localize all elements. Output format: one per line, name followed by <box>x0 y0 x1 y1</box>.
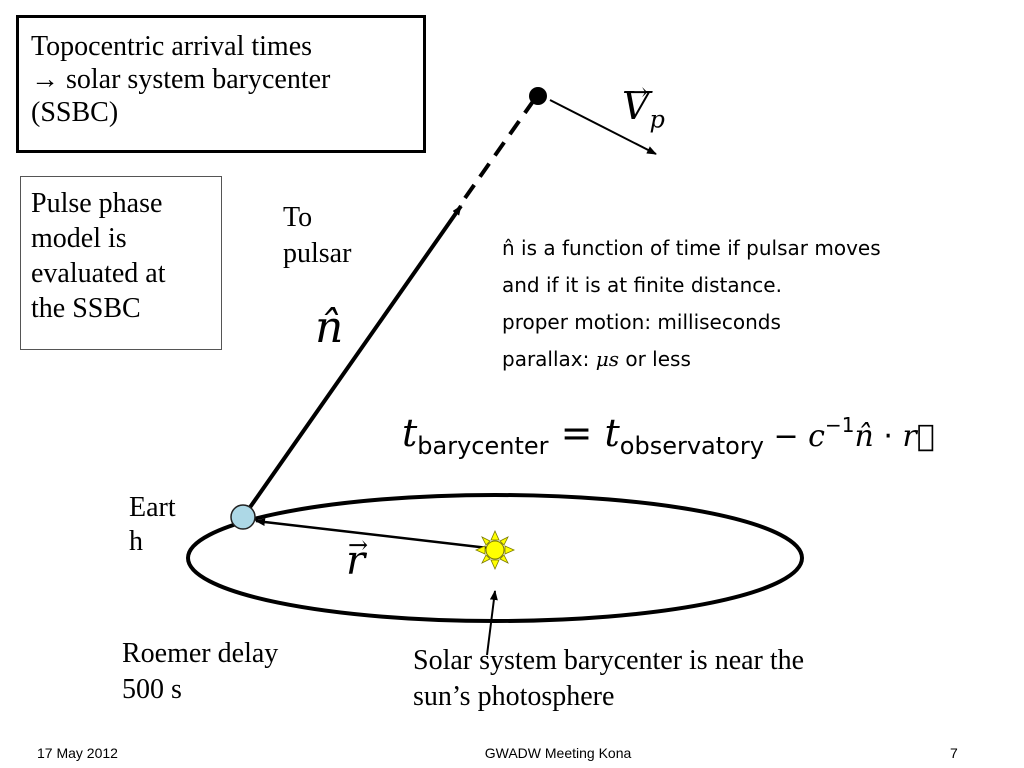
r-vector-arrow <box>255 518 489 550</box>
eq-minus: − <box>763 419 809 454</box>
eq-equals: = <box>548 411 605 455</box>
box-left-line-2: model is <box>31 223 127 254</box>
eq-n: n̂ <box>854 419 874 454</box>
box-top-line-1: Topocentric arrival times <box>31 31 313 62</box>
to-pulsar-line-2: pulsar <box>283 238 352 269</box>
pulsar-distance-dashed-line <box>463 98 536 200</box>
to-pulsar-label: To pulsar <box>283 200 351 272</box>
earth-label: Eart h <box>129 491 176 559</box>
eq-t1: t <box>402 411 418 455</box>
r-arrow-icon: → <box>348 531 369 559</box>
vp-arrow-icon: → <box>628 78 649 106</box>
note-line-2: and if it is at finite distance. <box>502 273 782 297</box>
note-line-1: n̂ is a function of time if pulsar moves <box>502 236 881 260</box>
eq-c: c <box>808 419 825 454</box>
box-left-line-1: Pulse phase <box>31 188 163 219</box>
roemer-delay-label: Roemer delay 500 s <box>122 636 278 708</box>
ssbc-note: Solar system barycenter is near the sun’… <box>413 643 804 715</box>
to-pulsar-line-1: To <box>283 202 313 233</box>
earth-to-pulsar-arrow <box>244 204 463 515</box>
vp-letter: V <box>622 84 650 128</box>
vp-subscript: p <box>649 105 665 134</box>
note-line-3: proper motion: milliseconds <box>502 310 781 334</box>
eq-exp: −1 <box>824 413 855 437</box>
eq-t2: t <box>604 411 620 455</box>
n-hat-label: n̂ <box>315 302 344 353</box>
roemer-line-2: 500 s <box>122 674 182 705</box>
earth-label-line-1: Eart <box>129 492 176 523</box>
box-top-line-3: (SSBC) <box>31 97 119 128</box>
box-left-line-3: evaluated at <box>31 258 166 289</box>
ssbc-note-line-2: sun’s photosphere <box>413 681 615 712</box>
footer-meeting: GWADW Meeting Kona <box>484 745 632 761</box>
eq-r: r⃗ <box>902 419 935 454</box>
ssbc-note-line-1: Solar system barycenter is near the <box>413 645 805 676</box>
box-top-line-2: → solar system barycenter <box>31 64 331 95</box>
parallax-suffix: or less <box>619 347 691 371</box>
pulse-phase-box: Pulse phase model is evaluated at the SS… <box>20 176 222 350</box>
ssbc-pointer-arrow <box>486 590 498 656</box>
parallax-mu: μs <box>595 347 619 371</box>
earth-label-line-2: h <box>129 526 143 557</box>
eq-dot: · <box>873 419 903 454</box>
pulsar-dot <box>529 87 547 105</box>
r-letter: r <box>346 538 366 584</box>
pulsar-velocity-arrow <box>549 99 657 155</box>
footer-date: 17 May 2012 <box>37 745 118 761</box>
roemer-line-1: Roemer delay <box>122 638 279 669</box>
parallax-prefix: parallax: <box>502 347 596 371</box>
sun-icon <box>475 530 515 570</box>
note-line-4: parallax: μs or less <box>502 341 881 378</box>
box-left-line-4: the SSBC <box>31 293 141 324</box>
notes-block: n̂ is a function of time if pulsar moves… <box>502 230 881 378</box>
vp-label: → Vp <box>622 78 665 142</box>
eq-sub1: barycenter <box>417 432 549 460</box>
eq-sub2: observatory <box>619 432 764 460</box>
r-vector-label: → r <box>346 531 368 584</box>
footer-page-number: 7 <box>950 745 958 761</box>
topocentric-box: Topocentric arrival times → solar system… <box>16 15 426 153</box>
earth-orbit <box>186 493 804 623</box>
earth-icon <box>230 504 256 530</box>
barycenter-equation: tbarycenter = tobservatory − c−1n̂ · r⃗ <box>402 408 935 464</box>
